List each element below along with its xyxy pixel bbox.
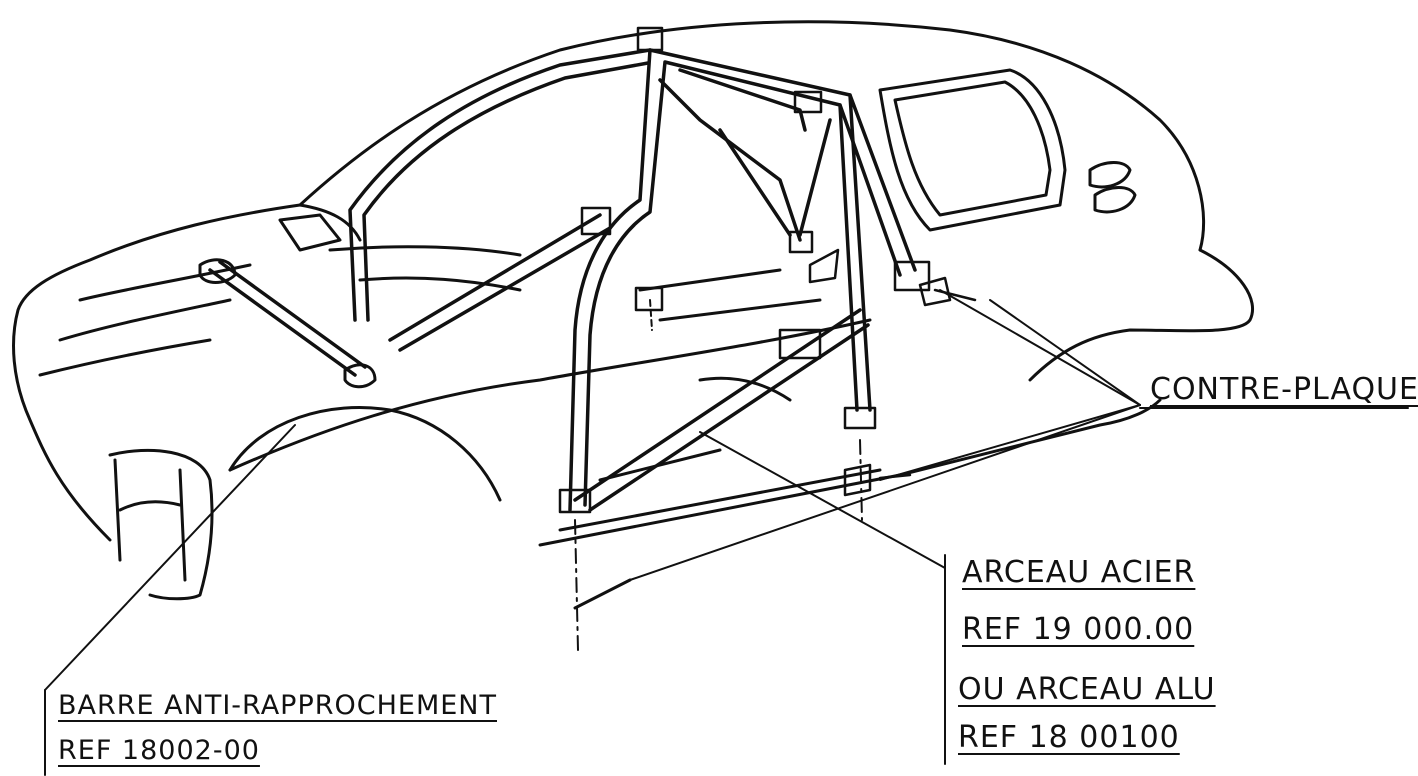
label-ref-alu: REF 18 00100 xyxy=(958,720,1180,755)
front-nose-outline xyxy=(12,203,302,542)
rear-diagonal xyxy=(718,128,792,237)
sill-outline xyxy=(538,398,1162,547)
leader-barre xyxy=(44,424,296,691)
sill-lower xyxy=(558,468,882,532)
leader-contre-plaques-2 xyxy=(989,299,1141,406)
leader-lines xyxy=(44,289,1409,776)
leader-contre-plaques-3 xyxy=(879,404,1141,481)
roof-outline xyxy=(298,20,1206,252)
sill-diagonal-bar xyxy=(573,308,862,502)
front-hoop xyxy=(348,48,652,322)
anti-rapprochement-bar xyxy=(208,268,357,377)
rear-stay xyxy=(848,93,917,272)
front-bumper-outline xyxy=(108,448,214,601)
label-barre-anti-rapprochement: BARRE ANTI-RAPPROCHEMENT xyxy=(58,690,497,721)
label-arceau-alu: OU ARCEAU ALU xyxy=(958,672,1216,707)
rear-window-frame xyxy=(878,68,1067,232)
floor-line xyxy=(228,318,872,472)
car-body-shell xyxy=(12,20,1255,601)
rear-lamp xyxy=(1088,161,1132,189)
door-bar xyxy=(388,213,602,342)
label-contre-plaques: CONTRE-PLAQUES xyxy=(1150,372,1418,407)
main-hoop xyxy=(568,48,872,512)
leader-contre-plaques-1 xyxy=(939,289,1141,406)
loose-counter-plate xyxy=(808,248,840,284)
label-ref-acier: REF 19 000.00 xyxy=(962,612,1195,647)
leader-arceau xyxy=(699,431,946,569)
leader-contre-plaques-4 xyxy=(629,404,1141,581)
roof-diagonal xyxy=(658,78,802,242)
roll-cage xyxy=(208,26,977,651)
mount-plate xyxy=(636,26,664,52)
rear-quarter-outline xyxy=(1028,248,1255,382)
label-ref-barre: REF 18002-00 xyxy=(58,735,260,766)
label-arceau-acier: ARCEAU ACIER xyxy=(962,555,1196,590)
front-wheel-arch xyxy=(228,406,502,502)
